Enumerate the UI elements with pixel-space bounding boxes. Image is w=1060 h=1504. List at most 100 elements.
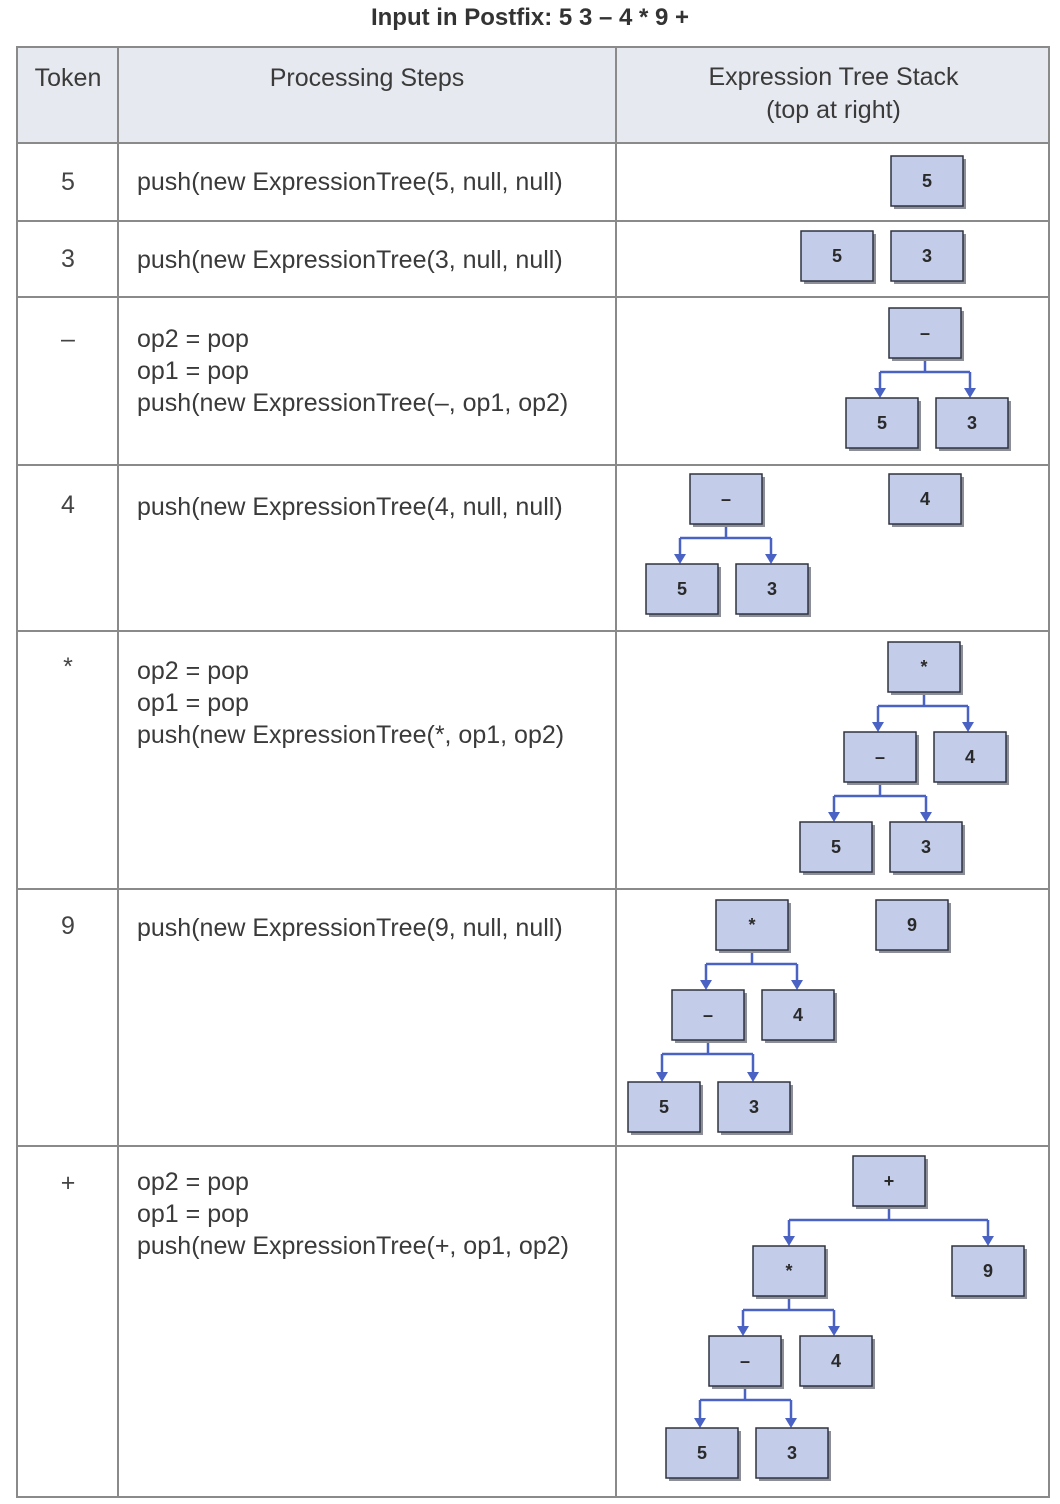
svg-text:5: 5 <box>677 579 687 599</box>
svg-text:3: 3 <box>787 1443 797 1463</box>
token-cell: – <box>61 325 75 353</box>
svg-text:5: 5 <box>877 413 887 433</box>
tree-node: + <box>852 1155 928 1209</box>
header-token: Token <box>34 64 102 92</box>
tree-node: 5 <box>800 230 876 284</box>
header-row <box>18 48 1048 142</box>
svg-text:3: 3 <box>921 837 931 857</box>
step-line: push(new ExpressionTree(5, null, null) <box>137 168 563 196</box>
step-line: op1 = pop <box>137 357 249 385</box>
step-line: push(new ExpressionTree(+, op1, op2) <box>137 1232 569 1260</box>
svg-text:5: 5 <box>922 171 932 191</box>
svg-text:4: 4 <box>920 489 930 509</box>
step-line: push(new ExpressionTree(4, null, null) <box>137 493 563 521</box>
tree-node: 5 <box>845 397 921 451</box>
processing-steps-cell: push(new ExpressionTree(5, null, null) <box>137 166 563 198</box>
svg-text:4: 4 <box>965 747 975 767</box>
svg-text:5: 5 <box>697 1443 707 1463</box>
tree-node: 4 <box>933 731 1009 785</box>
token-cell: 5 <box>61 168 75 196</box>
tree-node: 3 <box>889 821 965 875</box>
step-line: op2 = pop <box>137 325 249 353</box>
svg-text:+: + <box>884 1171 895 1191</box>
diagram-title: Input in Postfix: 5 3 – 4 * 9 + <box>370 4 690 31</box>
tree-edges <box>674 524 777 564</box>
svg-text:9: 9 <box>983 1261 993 1281</box>
token-cell: * <box>63 653 73 681</box>
svg-text:3: 3 <box>967 413 977 433</box>
svg-text:3: 3 <box>922 246 932 266</box>
step-line: op1 = pop <box>137 689 249 717</box>
header-stack-line2: (top at right) <box>766 96 901 124</box>
tree-node: 5 <box>890 155 966 209</box>
svg-text:9: 9 <box>907 915 917 935</box>
tree-node: 4 <box>799 1335 875 1389</box>
step-line: op2 = pop <box>137 657 249 685</box>
token-cell: + <box>60 1169 76 1197</box>
tree-node: 9 <box>875 899 951 953</box>
token-cell: 4 <box>61 491 75 519</box>
tree-edges <box>656 950 803 1082</box>
svg-text:3: 3 <box>767 579 777 599</box>
tree-node: – <box>843 731 919 785</box>
tree-node: * <box>752 1245 828 1299</box>
processing-steps-cell: op2 = pop op1 = pop push(new ExpressionT… <box>137 323 568 419</box>
tree-node: – <box>708 1335 784 1389</box>
column-divider <box>615 48 617 1496</box>
step-line: push(new ExpressionTree(3, null, null) <box>137 246 563 274</box>
tree-node: 5 <box>665 1427 741 1481</box>
row-divider <box>18 464 1048 466</box>
svg-text:–: – <box>703 1005 713 1025</box>
token-cell: 9 <box>61 912 75 940</box>
header-processing-steps: Processing Steps <box>269 64 465 92</box>
tree-node: 5 <box>627 1081 703 1135</box>
svg-text:5: 5 <box>832 246 842 266</box>
row-divider <box>18 220 1048 222</box>
svg-text:–: – <box>721 489 731 509</box>
tree-node: 3 <box>890 230 966 284</box>
header-stack-line1: Expression Tree Stack <box>708 63 959 91</box>
processing-steps-cell: push(new ExpressionTree(9, null, null) <box>137 912 563 944</box>
processing-steps-cell: push(new ExpressionTree(3, null, null) <box>137 244 563 276</box>
tree-node: 5 <box>799 821 875 875</box>
svg-text:–: – <box>740 1351 750 1371</box>
token-cell: 3 <box>61 245 75 273</box>
row-divider <box>18 888 1048 890</box>
svg-text:*: * <box>920 657 927 677</box>
tree-node: – <box>888 307 964 361</box>
row-divider <box>18 630 1048 632</box>
tree-edges <box>694 1206 994 1428</box>
tree-node: 3 <box>735 563 811 617</box>
tree-node: 9 <box>951 1245 1027 1299</box>
tree-edges <box>874 358 976 398</box>
svg-text:5: 5 <box>659 1097 669 1117</box>
tree-node: * <box>887 641 963 695</box>
tree-node: 5 <box>645 563 721 617</box>
step-line: op1 = pop <box>137 1200 249 1228</box>
svg-text:*: * <box>785 1261 792 1281</box>
step-line: push(new ExpressionTree(–, op1, op2) <box>137 389 569 417</box>
tree-node: 4 <box>888 473 964 527</box>
step-line: push(new ExpressionTree(9, null, null) <box>137 914 563 942</box>
processing-steps-cell: op2 = pop op1 = pop push(new ExpressionT… <box>137 655 564 751</box>
tree-node: 3 <box>717 1081 793 1135</box>
svg-text:5: 5 <box>831 837 841 857</box>
tree-node: * <box>715 899 791 953</box>
svg-text:–: – <box>875 747 885 767</box>
tree-edges <box>828 692 974 822</box>
svg-text:–: – <box>920 323 930 343</box>
processing-steps-cell: push(new ExpressionTree(4, null, null) <box>137 491 563 523</box>
tree-node: 3 <box>935 397 1011 451</box>
header-expression-tree-stack: Expression Tree Stack (top at right) <box>617 61 1050 127</box>
tree-node: 3 <box>755 1427 831 1481</box>
svg-text:4: 4 <box>793 1005 803 1025</box>
processing-steps-cell: op2 = pop op1 = pop push(new ExpressionT… <box>137 1166 569 1262</box>
tree-node: – <box>671 989 747 1043</box>
step-line: op2 = pop <box>137 1168 249 1196</box>
step-line: push(new ExpressionTree(*, op1, op2) <box>137 721 565 749</box>
tree-node: 4 <box>761 989 837 1043</box>
tree-node: – <box>689 473 765 527</box>
row-divider <box>18 1145 1048 1147</box>
svg-text:*: * <box>748 915 755 935</box>
